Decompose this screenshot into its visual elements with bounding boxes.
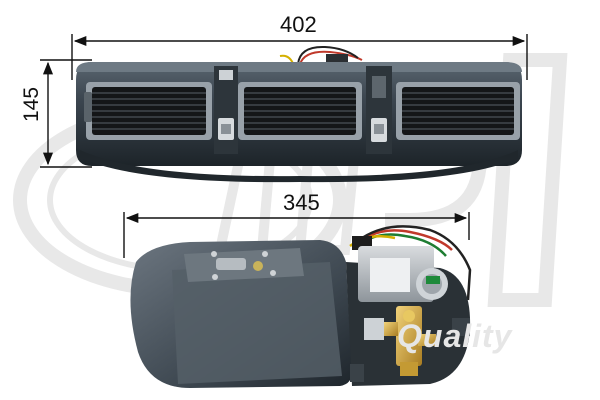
evaporator-side-view bbox=[130, 225, 472, 388]
dimension-height-label: 145 bbox=[20, 86, 44, 123]
dimension-width-label: 402 bbox=[280, 12, 317, 37]
air-vent-right bbox=[396, 82, 520, 140]
air-vent-left bbox=[84, 82, 212, 140]
fan-speed-switch bbox=[214, 66, 238, 154]
air-vent-center bbox=[238, 82, 362, 140]
dimension-depth-label: 345 bbox=[283, 190, 320, 215]
dimension-width bbox=[71, 34, 528, 80]
thermostat-control bbox=[366, 66, 392, 154]
watermark-text: Quality bbox=[397, 318, 513, 354]
dimension-height bbox=[40, 59, 92, 168]
expansion-valve bbox=[364, 306, 436, 376]
evaporator-front-view bbox=[76, 45, 522, 183]
dimension-depth bbox=[123, 212, 470, 258]
